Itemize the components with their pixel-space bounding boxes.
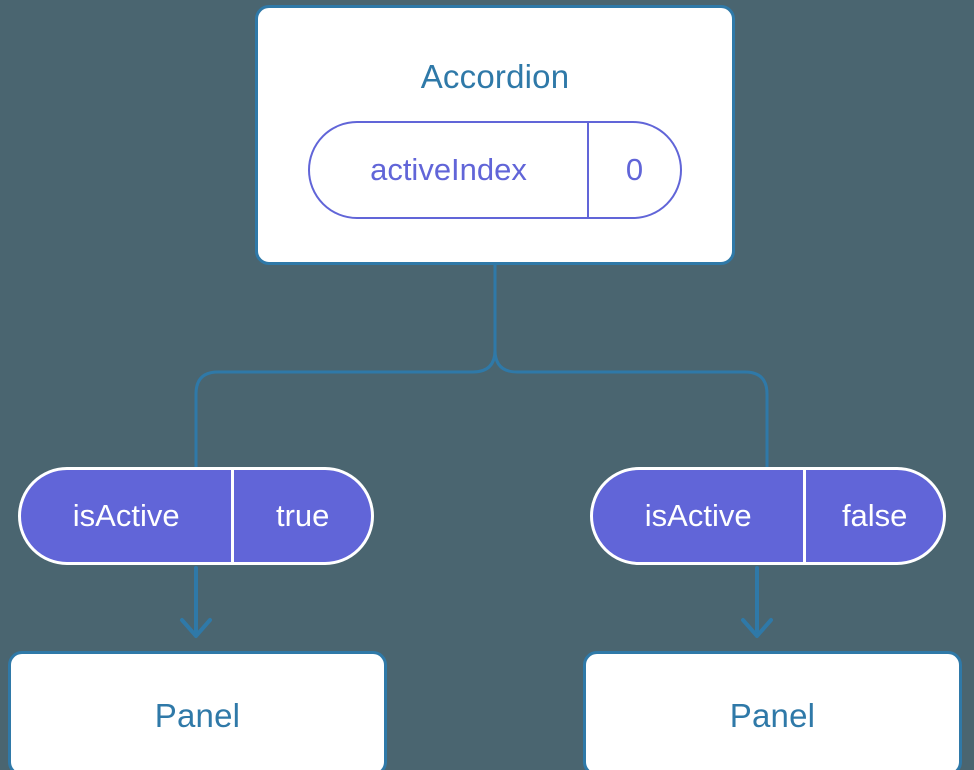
panel-title-left: Panel xyxy=(154,696,241,734)
state-pill-active-index-key: activeIndex xyxy=(370,152,527,187)
prop-pill-is-active-false-key: isActive xyxy=(644,498,752,533)
arrow-left-head-icon xyxy=(180,618,212,638)
prop-pill-is-active-false[interactable]: isActive false xyxy=(590,467,946,565)
state-pill-active-index-value: 0 xyxy=(586,123,680,217)
panel-component-card-left[interactable]: Panel xyxy=(8,651,387,770)
prop-pill-is-active-true-key: isActive xyxy=(72,498,180,533)
prop-pill-is-active-true[interactable]: isActive true xyxy=(18,467,374,565)
accordion-title: Accordion xyxy=(420,58,570,95)
prop-pill-is-active-true-value: true xyxy=(231,470,371,562)
state-pill-active-index[interactable]: activeIndex 0 xyxy=(308,121,682,219)
panel-component-card-right[interactable]: Panel xyxy=(583,651,962,770)
prop-pill-is-active-false-value: false xyxy=(803,470,943,562)
panel-title-right: Panel xyxy=(729,696,816,734)
arrow-right-head-icon xyxy=(741,618,773,638)
connector-right-branch xyxy=(493,263,769,469)
connector-left-branch xyxy=(194,263,497,469)
